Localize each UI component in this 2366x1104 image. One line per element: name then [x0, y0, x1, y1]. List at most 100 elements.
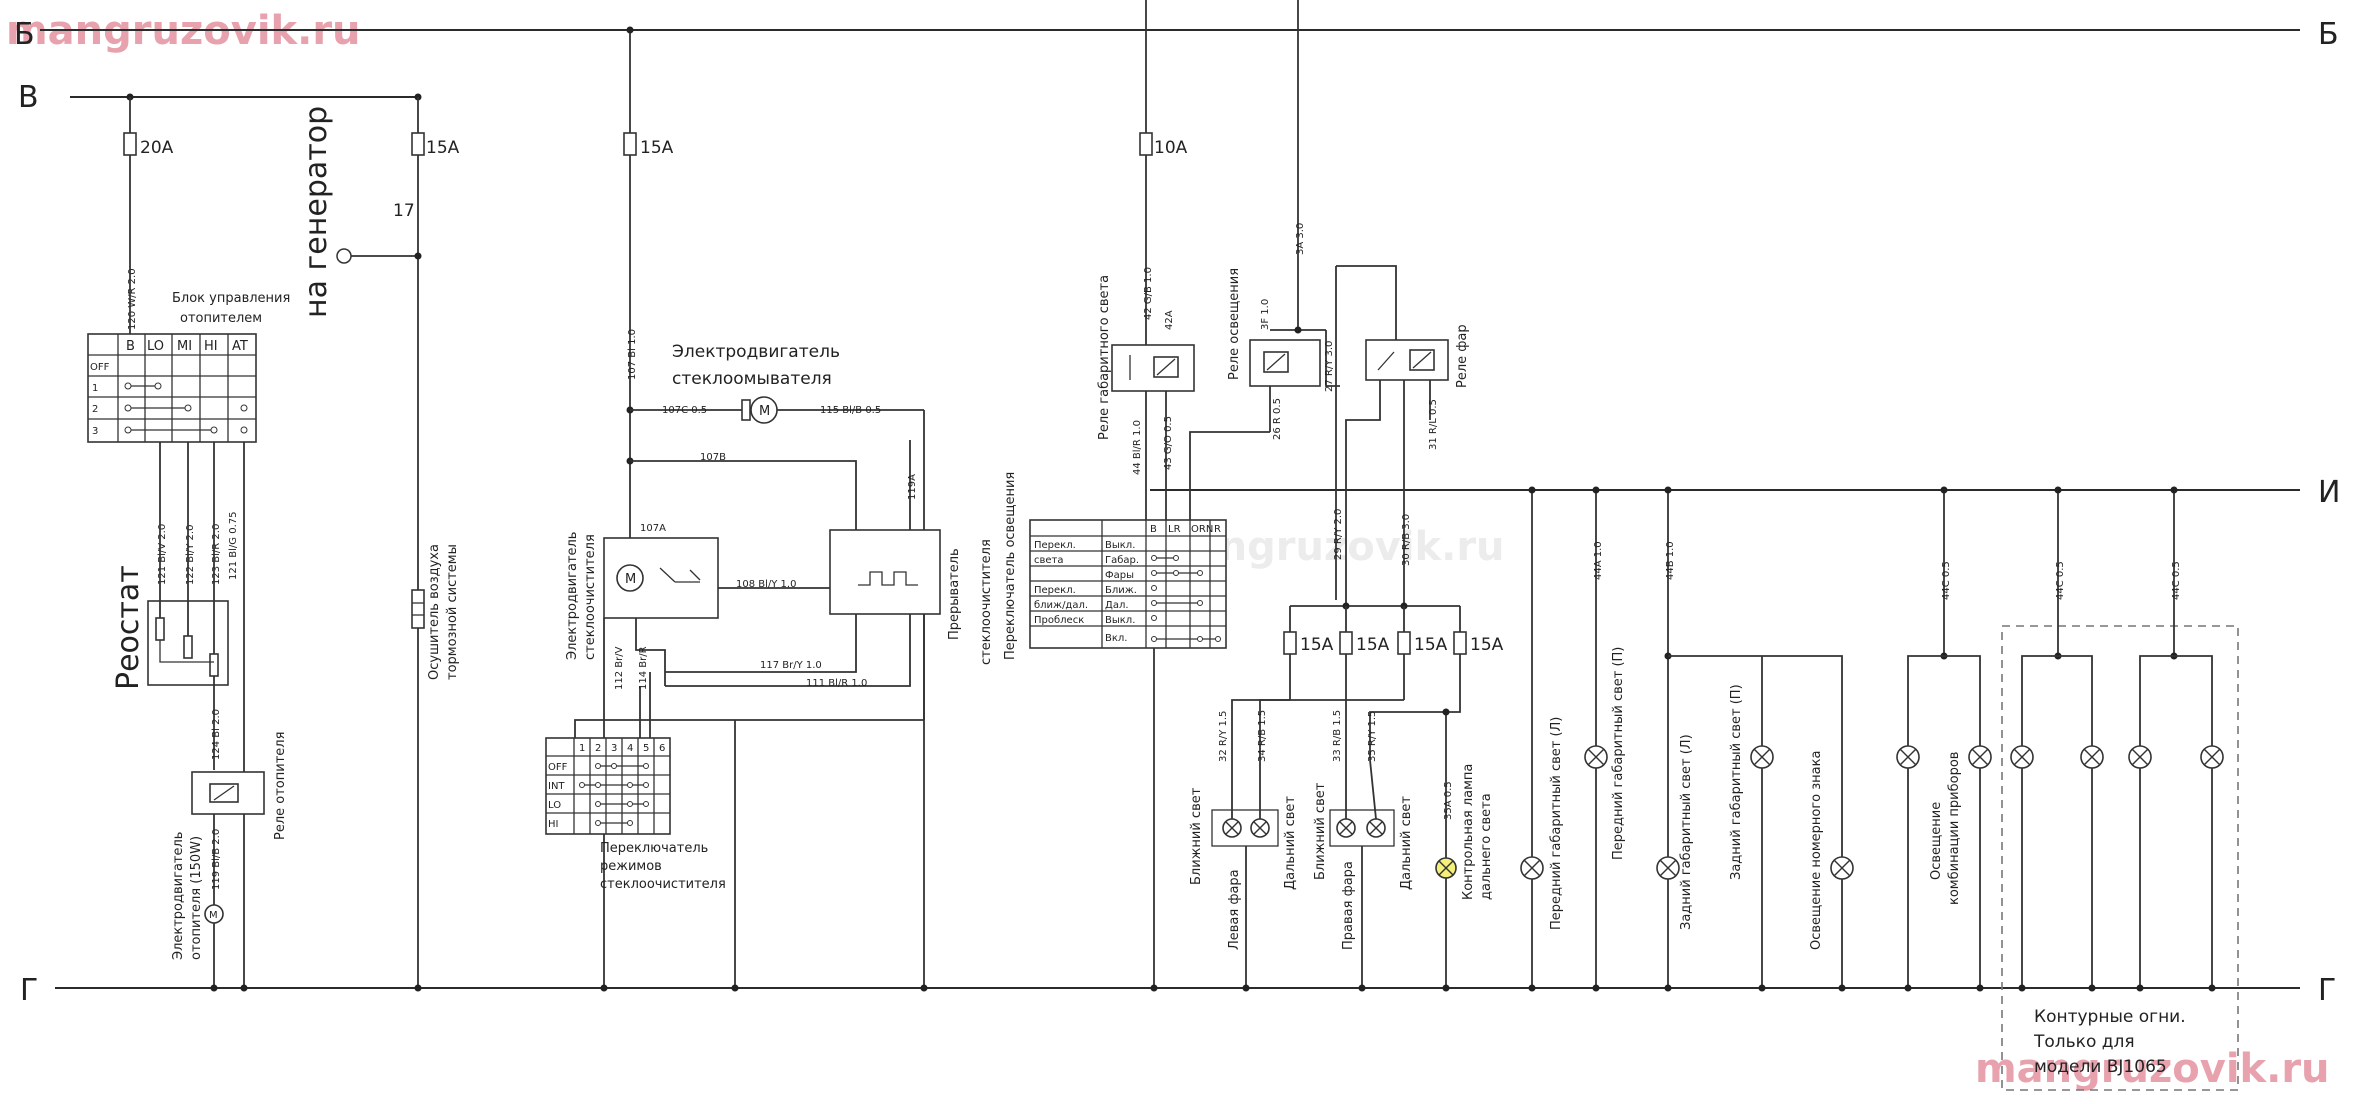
fuse-15a-left-high — [1339, 631, 1353, 655]
wiper-switch-table: 1 2 3 4 5 6 OFF INT LO HI — [545, 737, 671, 835]
right-head-label: Правая фара — [1341, 861, 1356, 950]
marker-lamp-3 — [2128, 745, 2152, 769]
fuse-15a-dryer — [411, 132, 425, 156]
headlight-relay-label: Реле фар — [1455, 324, 1470, 388]
light-row-flash-off: Выкл. — [1105, 615, 1135, 626]
wire-117-label: 117 Br/Y 1.0 — [760, 660, 822, 671]
rear-park-right-lamp — [1750, 745, 1774, 769]
wire-3f-label: 3F 1.0 — [1260, 299, 1271, 330]
heater-row-1: 1 — [92, 383, 98, 394]
wiper-interrupter — [829, 529, 941, 615]
marker-lamp-1 — [2010, 745, 2034, 769]
wiper-col-6: 6 — [659, 743, 665, 754]
high-beam-indicator-lamp — [1435, 857, 1457, 879]
wire-120-label: 120 W/R 2.0 — [127, 268, 138, 330]
svg-text:M: M — [625, 572, 636, 587]
bus-b-right-label: Б — [2318, 17, 2339, 52]
wire-108-label: 108 Bl/Y 1.0 — [736, 579, 796, 590]
fuse-6-label: 15A — [1356, 635, 1390, 655]
wire-27-label: 27 R/Y 3.0 — [1324, 341, 1335, 392]
fuse-15a-wiper-label: 15A — [640, 138, 674, 158]
rheostat-label: Реостат — [111, 565, 146, 690]
light-row-head: Фары — [1105, 570, 1134, 581]
wire-30-label: 30 R/B 3.0 — [1401, 514, 1412, 566]
wiper-row-lo: LO — [548, 800, 561, 811]
left-head-label: Левая фара — [1227, 869, 1242, 950]
rear-park-left-lamp — [1656, 856, 1680, 880]
wiper-row-int: INT — [548, 781, 565, 792]
light-relay-label: Реле освещения — [1227, 268, 1242, 380]
fuse-10a — [1139, 132, 1153, 156]
washer-motor-label-1: Электродвигатель — [672, 342, 840, 362]
light-group-1a: Перекл. — [1034, 540, 1076, 551]
wiper-col-4: 4 — [627, 743, 633, 754]
wire-32-label: 32 R/Y 1.5 — [1218, 711, 1229, 762]
wire-119a-label: 119A — [907, 474, 918, 500]
wire-123-label: 123 Bl/R 2.0 — [211, 524, 222, 585]
wire-121b-label: 121 Bl/G 0.75 — [228, 512, 239, 580]
wire-112-label: 112 Br/V — [614, 646, 625, 690]
right-high-label: Дальний свет — [1399, 796, 1414, 890]
light-group-2a: Перекл. — [1034, 585, 1076, 596]
wire-44a-label: 44A 1.0 — [1593, 541, 1604, 580]
light-col-orn: ORN — [1191, 524, 1213, 535]
generator-number: 17 — [393, 201, 415, 221]
marker-label-1: Контурные огни. — [2034, 1007, 2186, 1027]
heater-col-at: AT — [232, 339, 248, 354]
bus-v-label: В — [18, 80, 39, 115]
fuse-7-label: 15A — [1414, 635, 1448, 655]
wire-43-label: 43 G/O 0.5 — [1163, 416, 1174, 470]
wiper-switch-label-2: режимов — [600, 859, 662, 874]
fuse-20a-label: 20A — [140, 138, 174, 158]
heater-control-label-1: Блок управления — [172, 291, 290, 306]
light-col-r: R — [1214, 524, 1221, 535]
light-row-flash-on: Вкл. — [1105, 633, 1127, 644]
heater-relay — [191, 771, 265, 815]
light-group-1b: света — [1034, 555, 1064, 566]
heater-col-b: B — [126, 339, 135, 354]
plate-light-label: Освещение номерного знака — [1809, 751, 1824, 950]
heater-control-table: B LO MI HI AT OFF 1 2 3 — [87, 333, 257, 443]
heater-row-2: 2 — [92, 404, 98, 415]
rheostat — [147, 510, 229, 686]
air-dryer-label-2: тормозной системы — [445, 544, 460, 680]
front-park-left-lamp — [1520, 856, 1544, 880]
light-switch-label: Переключатель освещения — [1003, 472, 1018, 660]
wiper-motor: M — [603, 537, 719, 619]
wire-44c2-label: 44C 0.5 — [2055, 561, 2066, 600]
park-light-relay — [1111, 344, 1195, 392]
heater-col-lo: LO — [147, 339, 164, 354]
wire-3a-label: 3A 3.0 — [1295, 223, 1306, 255]
wire-26-label: 26 R 0.5 — [1272, 398, 1283, 440]
light-switch-table: B LR ORN R Перекл. света Перекл. ближ/да… — [1029, 519, 1227, 649]
fuse-15a-right-low — [1397, 631, 1411, 655]
front-park-left-label: Передний габаритный свет (Л) — [1549, 717, 1564, 930]
wiper-col-3: 3 — [611, 743, 617, 754]
bus-b-left-label: Б — [14, 17, 35, 52]
wire-107c-label: 107C 0.5 — [662, 405, 707, 416]
washer-motor: M — [741, 396, 778, 424]
generator-label: на генератор — [299, 106, 334, 318]
left-high-label: Дальний свет — [1283, 796, 1298, 890]
light-row-park: Габар. — [1105, 555, 1139, 566]
wiper-row-off: OFF — [548, 762, 568, 773]
front-park-right-lamp — [1584, 745, 1608, 769]
light-relay — [1249, 339, 1321, 387]
watermark-bottom-right: mangruzovik.ru — [1975, 1046, 2330, 1092]
wiper-switch-label-1: Переключатель — [600, 841, 708, 856]
wiper-switch-label-3: стеклоочистителя — [600, 877, 726, 892]
ground-junctions — [1528, 984, 2216, 992]
wire-111-label: 111 Bl/R 1.0 — [806, 678, 867, 689]
fuse-15a-left-low — [1283, 631, 1297, 655]
heater-motor-label-1: Электродвигатель — [171, 832, 186, 960]
right-headlamp — [1329, 809, 1395, 847]
wire-42-label: 42 G/B 1.0 — [1143, 267, 1154, 320]
hb-indicator-label-1: Контрольная лампа — [1461, 764, 1476, 900]
marker-label-2: Только для — [2033, 1032, 2135, 1052]
cluster-light-label-2: комбинации приборов — [1947, 752, 1962, 905]
left-low-label: Ближний свет — [1189, 787, 1204, 885]
fuse-8-label: 15A — [1470, 635, 1504, 655]
light-col-b: B — [1150, 524, 1157, 535]
wire-115-label: 115 Bl/B 0.5 — [820, 405, 881, 416]
